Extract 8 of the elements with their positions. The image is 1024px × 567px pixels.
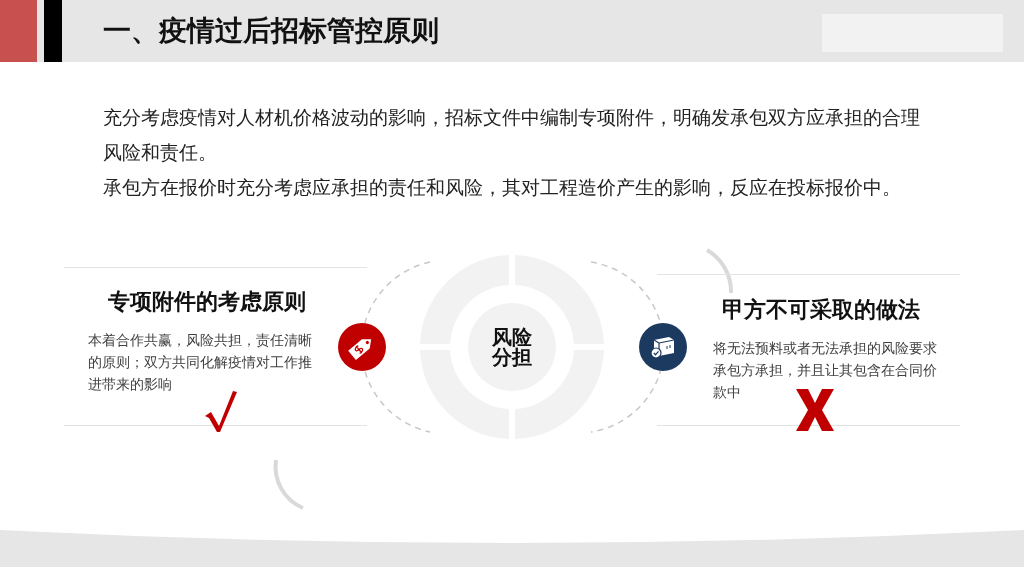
intro-paragraph: 充分考虑疫情对人材机价格波动的影响，招标文件中编制专项附件，明确发承包双方应承担的合理风险和责任。 bbox=[103, 105, 921, 165]
panel-heading: 甲方不可采取的做法 bbox=[721, 297, 921, 323]
slide-title: 一、疫情过后招标管控原则 bbox=[103, 13, 439, 49]
panel-text: 将无法预料或者无法承担的风险要求承包方承担，并且让其包含在合同价款中 bbox=[713, 339, 938, 402]
panel-text: 本着合作共赢，风险共担，责任清晰的原则；双方共同化解疫情对工作推进带来的影响 bbox=[88, 331, 313, 394]
intro-paragraph: 承包方在报价时充分考虑应承担的责任和风险，其对工程造价产生的影响，反应在投标报价中。 bbox=[103, 175, 902, 200]
panel-heading: 专项附件的考虑原则 bbox=[107, 289, 307, 315]
center-label: 风险分担 bbox=[491, 327, 533, 367]
